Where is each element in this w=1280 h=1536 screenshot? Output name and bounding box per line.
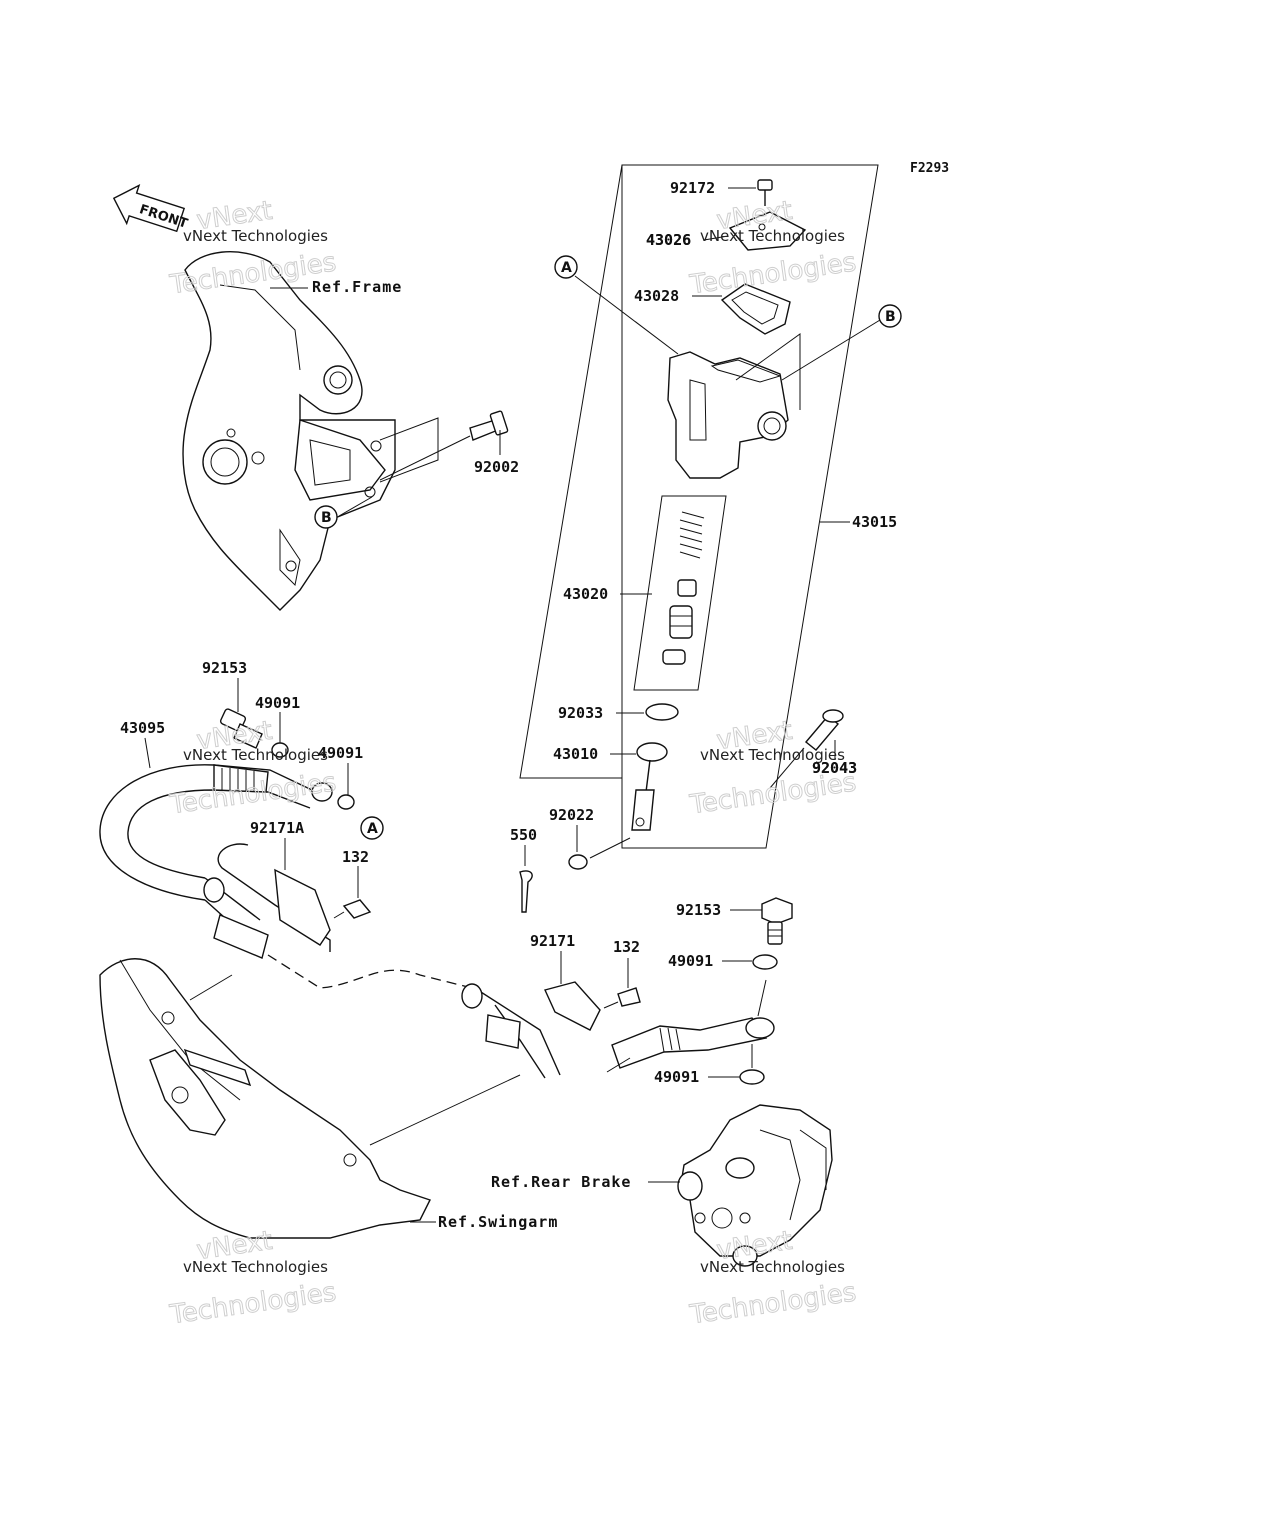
bolt-132-left: [333, 899, 372, 919]
pin-92043: [769, 709, 844, 789]
kit-box-43020: [633, 495, 727, 691]
washer-49091-2: [337, 794, 355, 810]
label-43010: 43010: [553, 745, 598, 763]
label-92171: 92171: [530, 932, 575, 950]
watermark-text-top-left: vNext Technologies: [183, 227, 328, 245]
clip-92171A: [217, 843, 331, 952]
watermark-text-top-right: vNext Technologies: [700, 227, 845, 245]
callout-b-frame-text: B: [321, 510, 332, 526]
svg-text:Technologies: Technologies: [167, 1277, 338, 1330]
group-frame-43015-left: [519, 164, 623, 779]
label-49091-1: 49091: [255, 694, 300, 712]
label-92171A: 92171A: [250, 819, 304, 837]
washer-49091-3: [752, 954, 778, 970]
screw-92172: [757, 179, 773, 206]
callout-b-upper: [878, 304, 902, 328]
watermark-text-mid-right: vNext Technologies: [700, 746, 845, 764]
swingarm-part: [99, 958, 521, 1239]
callout-a-upper: [554, 255, 578, 279]
label-49091-4: 49091: [654, 1068, 699, 1086]
bolt-132-right: [603, 987, 641, 1009]
label-92172: 92172: [670, 179, 715, 197]
label-ref-rear-brake: Ref.Rear Brake: [491, 1173, 631, 1191]
label-43020: 43020: [563, 585, 608, 603]
callout-a-lower-text: A: [367, 821, 378, 837]
label-ref-swingarm: Ref.Swingarm: [438, 1213, 558, 1231]
label-43095: 43095: [120, 719, 165, 737]
clip-92171: [544, 981, 601, 1031]
banjo-bolt-92153-top: [219, 708, 263, 749]
label-92153-top: 92153: [202, 659, 247, 677]
cotter-pin-550: [519, 870, 533, 913]
front-arrow-icon: FRONT: [112, 184, 189, 233]
watermark-text-bottom-right: vNext Technologies: [700, 1258, 845, 1276]
label-43026-overlay: 43026: [646, 231, 691, 249]
callout-b-frame: [314, 505, 338, 529]
banjo-bolt-92153-right: [761, 897, 793, 945]
leader-callout-a-upper: [574, 275, 679, 355]
label-92043-overlay: 92043: [812, 759, 857, 777]
cap-43026: [728, 211, 807, 251]
figure-code: F2293: [910, 161, 949, 176]
label-550: 550: [510, 826, 537, 844]
group-frame-43015: [621, 164, 879, 849]
svg-text:Technologies: Technologies: [687, 1277, 858, 1330]
label-132-right: 132: [613, 938, 640, 956]
washer-49091-4: [739, 1069, 765, 1085]
leader-callout-b-upper: [781, 319, 881, 381]
label-43015: 43015: [852, 513, 897, 531]
bolt-92002: [379, 410, 509, 481]
label-43026: 43026: [646, 231, 691, 249]
label-43028: 43028: [634, 287, 679, 305]
watermark-text-mid-left: vNext Technologies: [183, 746, 328, 764]
label-ref-frame: Ref.Frame: [312, 278, 402, 296]
frame-part: [182, 251, 439, 611]
circlip-92033: [645, 703, 679, 721]
label-92002: 92002: [474, 458, 519, 476]
label-92022: 92022: [549, 806, 594, 824]
callout-a-upper-text: A: [561, 260, 572, 276]
label-49091-2: 49091: [318, 744, 363, 762]
label-92043: 92043: [812, 759, 857, 777]
washer-49091-1: [271, 742, 289, 758]
label-49091-3: 49091: [668, 952, 713, 970]
callout-a-lower: [360, 816, 384, 840]
watermark-mid-left: vNext Technologies: [167, 715, 339, 821]
leader-callout-b-frame: [338, 496, 373, 517]
label-132-left: 132: [342, 848, 369, 866]
washer-92022: [568, 854, 588, 870]
leader-43026: [703, 235, 729, 241]
watermark-text-bottom-left: vNext Technologies: [183, 1258, 328, 1276]
callout-b-upper-text: B: [885, 309, 896, 325]
push-rod-43010: [631, 742, 668, 831]
leader-43095: [144, 737, 151, 769]
rear-brake-caliper: [677, 1104, 833, 1267]
diaphragm-43028: [720, 283, 791, 335]
svg-text:Technologies: Technologies: [687, 247, 858, 300]
label-92033: 92033: [558, 704, 603, 722]
piston-kit-43020: [662, 511, 705, 665]
master-cylinder-body: [667, 333, 801, 479]
brake-hose-43095: [99, 764, 775, 1079]
label-92153-right: 92153: [676, 901, 721, 919]
